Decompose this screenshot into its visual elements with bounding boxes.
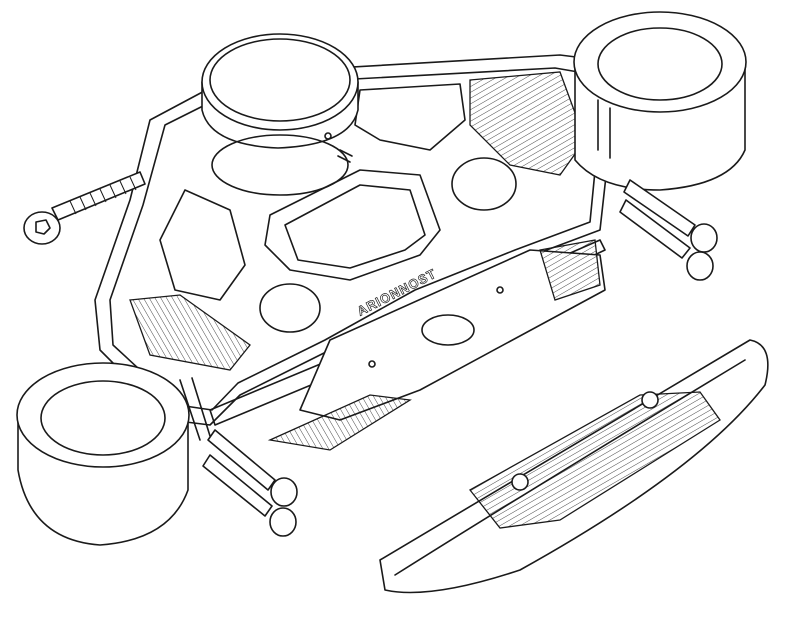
steering-stem-cap <box>201 33 359 196</box>
yoke-inner-rim <box>109 67 599 411</box>
hole-left <box>259 283 321 333</box>
left-fork-clamp <box>16 362 211 546</box>
bar-clamp-pin-hole-2 <box>368 360 376 368</box>
pocket-center-inner <box>284 184 426 269</box>
bolt-shank-1 <box>623 179 696 237</box>
bolt-upper-left <box>23 171 146 245</box>
right-fork-clamp <box>573 11 747 191</box>
bolt-head <box>23 211 61 245</box>
bolt-head-1 <box>690 223 718 253</box>
clamp-cap-ribbed-face <box>469 391 721 529</box>
left-fork-bore <box>40 380 166 456</box>
bolt-shank-3 <box>207 429 276 491</box>
ribbed-pocket-upper-right <box>469 71 586 176</box>
handlebar-clamp-cap <box>379 339 769 594</box>
bolt-shank-4 <box>202 454 273 517</box>
stem-cap-top <box>201 33 359 131</box>
left-clamp-slit <box>179 377 211 441</box>
clamp-cap-screw-hole-left <box>511 473 529 491</box>
ribbed-strip-right <box>539 239 601 301</box>
right-clamp-slit <box>597 99 611 159</box>
hole-right <box>451 157 517 211</box>
pocket-center <box>264 169 441 281</box>
bolt-thread <box>69 176 137 215</box>
bolt-hex-socket <box>35 219 51 235</box>
right-fork-bore <box>597 27 723 101</box>
bolt-pair-right <box>619 179 718 281</box>
grub-screw <box>337 149 353 163</box>
bolt-head-2 <box>686 251 714 281</box>
front-bar-clamp-block <box>267 239 606 451</box>
stem-bore <box>211 134 349 196</box>
clamp-cap-screw-hole-right <box>641 391 659 409</box>
ribbed-strip-lower <box>267 394 412 451</box>
ribbed-pocket-left <box>129 294 251 371</box>
bolt-head-3 <box>270 477 298 507</box>
bolt-shank-2 <box>619 199 691 259</box>
bar-clamp-bore <box>421 314 475 346</box>
pocket-left <box>159 189 246 301</box>
bolt-head-4 <box>269 507 297 537</box>
pinch-bolt-hole <box>324 132 332 140</box>
pocket-upper-middle <box>354 83 466 151</box>
stem-cap-bevel <box>209 38 351 122</box>
bar-clamp-pin-hole-1 <box>496 286 504 294</box>
bolt-pair-left <box>202 429 298 537</box>
